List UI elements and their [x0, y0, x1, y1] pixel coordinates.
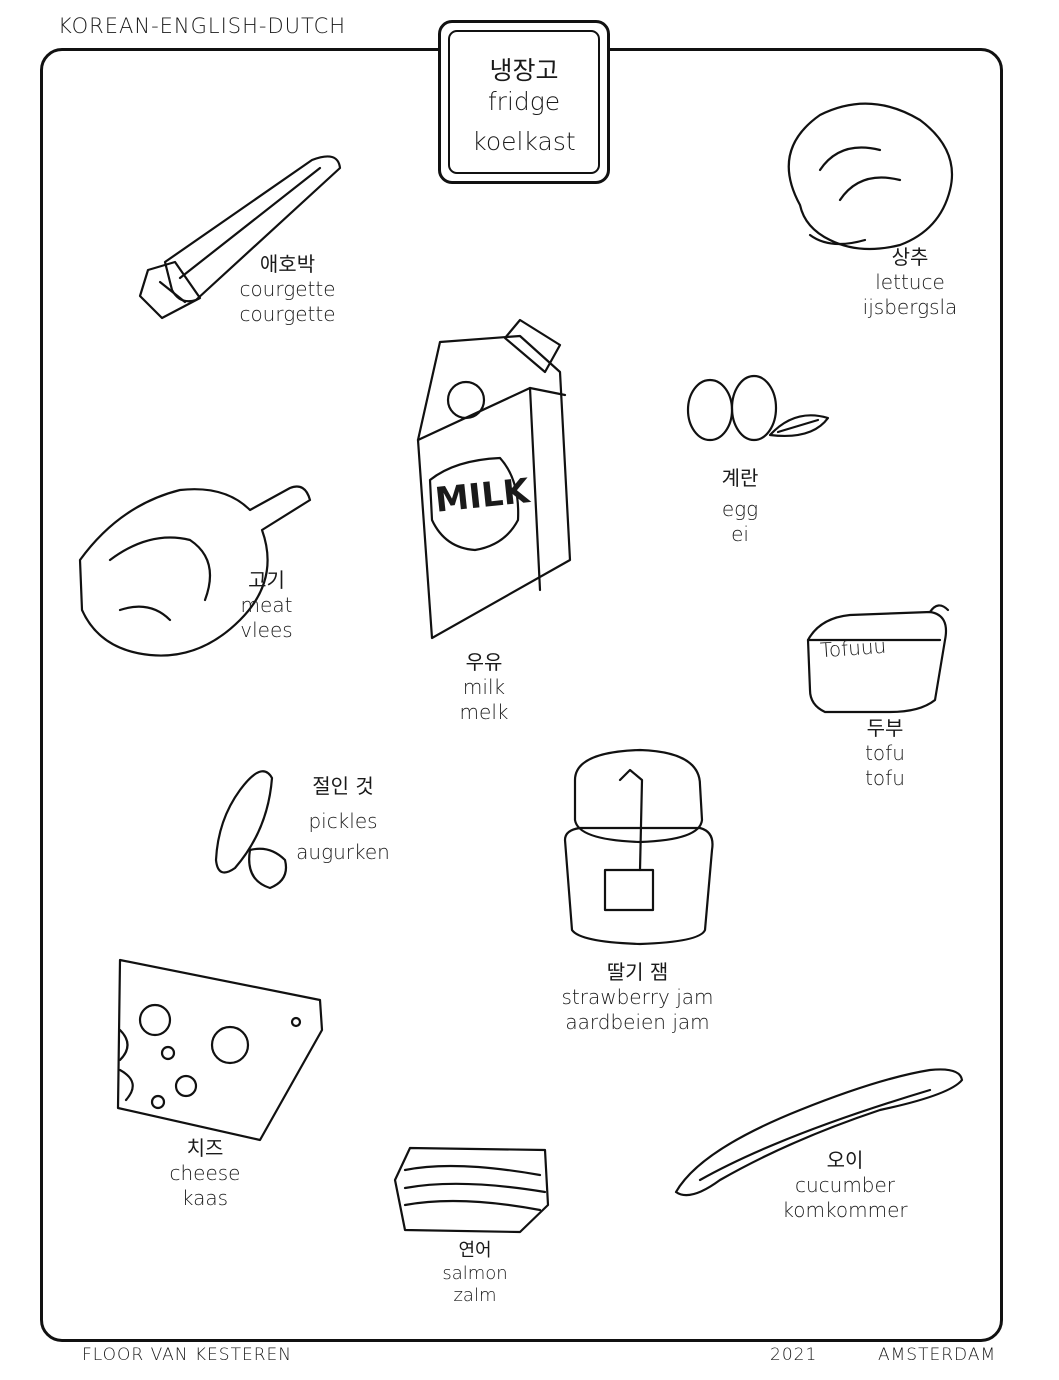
jam-label: 딸기 잼 strawberry jam aardbeien jam [545, 960, 730, 1035]
egg-dutch: ei [731, 522, 749, 546]
pickles-english: pickles [308, 809, 378, 833]
courgette-korean: 애호박 [259, 252, 316, 276]
jam-dutch: aardbeien jam [565, 1010, 710, 1034]
cucumber-english: cucumber [794, 1173, 896, 1197]
eggs-icon [686, 374, 830, 442]
pickles-icon [214, 770, 288, 890]
title-korean: 냉장고 [489, 56, 559, 85]
salmon-icon [393, 1146, 550, 1234]
egg-korean: 계란 [721, 466, 759, 490]
meat-label: 고기 meat vlees [224, 568, 309, 643]
lettuce-english: lettuce [875, 270, 945, 294]
title-inner-border [448, 30, 600, 174]
lettuce-dutch: ijsbergsla [862, 295, 958, 319]
courgette-english: courgette [239, 277, 336, 301]
milk-dutch: melk [459, 700, 509, 724]
footer-city: AMSTERDAM [878, 1345, 997, 1365]
meat-korean: 고기 [248, 568, 285, 592]
milk-korean: 우유 [465, 650, 503, 674]
meat-english: meat [240, 593, 293, 617]
salmon-korean: 연어 [458, 1240, 492, 1261]
milk-label: 우유 milk melk [444, 650, 524, 725]
egg-english: egg [721, 497, 759, 521]
title-dutch: koelkast [472, 127, 576, 156]
tofu-package-text: Tofuuu [819, 633, 887, 663]
title-box: 냉장고 fridge koelkast [438, 20, 610, 184]
footer-year: 2021 [770, 1345, 818, 1365]
egg-label: 계란 egg ei [700, 466, 780, 547]
salmon-label: 연어 salmon zalm [430, 1240, 520, 1308]
tofu-label: 두부 tofu tofu [850, 716, 920, 791]
pickles-label: 절인 것 pickles augurken [288, 774, 398, 865]
title-english: fridge [487, 87, 561, 116]
lettuce-label: 상추 lettuce ijsbergsla [850, 245, 970, 320]
cucumber-korean: 오이 [826, 1148, 864, 1172]
meat-dutch: vlees [240, 618, 293, 642]
cucumber-label: 오이 cucumber komkommer [770, 1148, 920, 1223]
milk-carton-icon [416, 318, 572, 640]
milk-english: milk [462, 675, 506, 699]
cheese-korean: 치즈 [186, 1136, 224, 1160]
languages-header: KOREAN-ENGLISH-DUTCH [58, 14, 347, 38]
cucumber-dutch: komkommer [782, 1198, 908, 1222]
footer-author: FLOOR VAN KESTEREN [82, 1345, 292, 1365]
lettuce-korean: 상추 [891, 245, 929, 269]
courgette-icon [138, 155, 342, 320]
courgette-dutch: courgette [239, 302, 336, 326]
courgette-label: 애호박 courgette courgette [230, 252, 345, 327]
tofu-dutch: tofu [865, 766, 905, 790]
salmon-dutch: zalm [453, 1285, 497, 1306]
jam-korean: 딸기 잼 [606, 960, 669, 984]
cheese-icon [116, 958, 324, 1142]
tofu-korean: 두부 [866, 716, 904, 740]
cucumber-icon [674, 1068, 964, 1197]
cheese-label: 치즈 cheese kaas [155, 1136, 255, 1211]
cheese-dutch: kaas [181, 1186, 229, 1210]
lettuce-icon [787, 102, 954, 251]
pickles-korean: 절인 것 [312, 774, 374, 798]
meat-icon [78, 485, 312, 657]
cheese-english: cheese [169, 1161, 241, 1185]
pickles-dutch: augurken [296, 840, 390, 864]
tofu-icon [806, 604, 950, 714]
salmon-english: salmon [442, 1262, 508, 1284]
jam-english: strawberry jam [561, 985, 714, 1009]
jam-jar-icon [563, 748, 714, 946]
tofu-english: tofu [865, 741, 905, 765]
